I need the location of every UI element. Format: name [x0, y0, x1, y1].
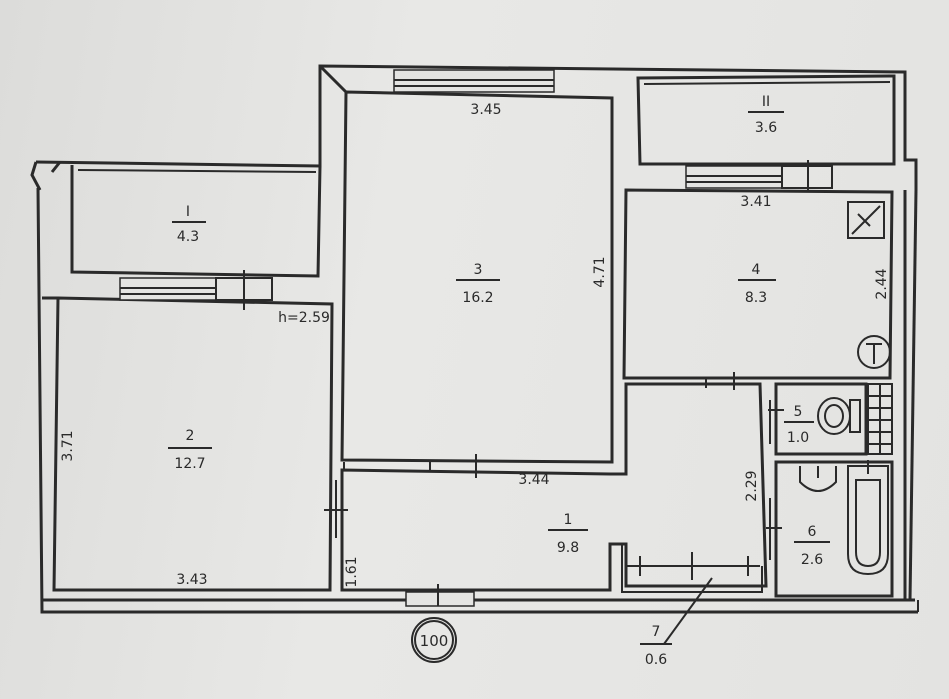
room-label-room-6: 6 2.6: [794, 524, 830, 568]
room-label-balcony-1: I 4.3: [172, 204, 206, 245]
svg-text:II: II: [762, 94, 770, 110]
room-label-room-7: 7 0.6: [645, 624, 667, 668]
stamp-label: 100: [420, 632, 449, 650]
svg-text:6: 6: [808, 524, 817, 540]
balcony-2-outline: [636, 74, 896, 166]
window-room3: [393, 69, 555, 93]
window-room4: [685, 160, 833, 192]
room-6-outline: [774, 460, 894, 598]
svg-text:8.3: 8.3: [745, 290, 767, 306]
room-label-room-3: 3 16.2: [456, 262, 500, 306]
dim-room1-right: 2.29: [744, 470, 760, 501]
svg-text:3: 3: [474, 262, 483, 278]
room-label-room-5: 5 1.0: [784, 404, 814, 446]
room-label-balcony-2: II 3.6: [748, 94, 784, 136]
room-7-leader: [640, 577, 713, 645]
toilet-icon: [817, 397, 861, 435]
room-1-outline: [340, 382, 768, 592]
dim-room3-bottom: 3.44: [518, 472, 549, 488]
room-5-outline: [774, 382, 893, 456]
room-3-outline: [318, 64, 614, 464]
number-stamp: 100: [411, 617, 457, 663]
dim-room2-bottom: 3.43: [176, 572, 207, 588]
bathtub-icon: [847, 460, 889, 576]
room-label-room-1: 1 9.8: [548, 512, 588, 556]
window-bottom: [405, 584, 475, 607]
dim-height: h=2.59: [278, 310, 330, 326]
svg-text:2.6: 2.6: [801, 552, 823, 568]
door-marks: [324, 372, 784, 580]
svg-text:3.6: 3.6: [755, 120, 777, 136]
dim-room1-left: 1.61: [344, 556, 360, 587]
svg-text:12.7: 12.7: [174, 456, 205, 472]
dim-room3-top: 3.45: [470, 102, 501, 118]
gas-meter-icon: [857, 335, 891, 369]
room-2-outline: [42, 296, 334, 592]
svg-text:4: 4: [752, 262, 761, 278]
svg-text:4.3: 4.3: [177, 229, 199, 245]
dim-room3-right: 4.71: [592, 256, 608, 287]
window-room2: [119, 270, 273, 310]
room-label-room-2: 2 12.7: [168, 428, 212, 472]
dim-room4-right: 2.44: [874, 268, 890, 299]
svg-text:2: 2: [186, 428, 195, 444]
svg-text:I: I: [186, 204, 190, 220]
svg-text:0.6: 0.6: [645, 652, 667, 668]
svg-text:5: 5: [794, 404, 803, 420]
svg-text:1.0: 1.0: [787, 430, 809, 446]
svg-text:16.2: 16.2: [462, 290, 493, 306]
electrical-panel-icon: [847, 201, 885, 239]
svg-text:9.8: 9.8: [557, 540, 579, 556]
balcony-1-outline: [70, 165, 322, 278]
dim-room2-left: 3.71: [60, 430, 76, 461]
tile-grid: [868, 384, 892, 454]
room-4-outline: [622, 188, 894, 380]
outer-walls: [30, 64, 919, 614]
svg-text:1: 1: [564, 512, 573, 528]
dim-room4-top: 3.41: [740, 194, 771, 210]
room-label-room-4: 4 8.3: [738, 262, 776, 306]
svg-text:7: 7: [652, 624, 661, 640]
sink-icon: [799, 466, 837, 492]
